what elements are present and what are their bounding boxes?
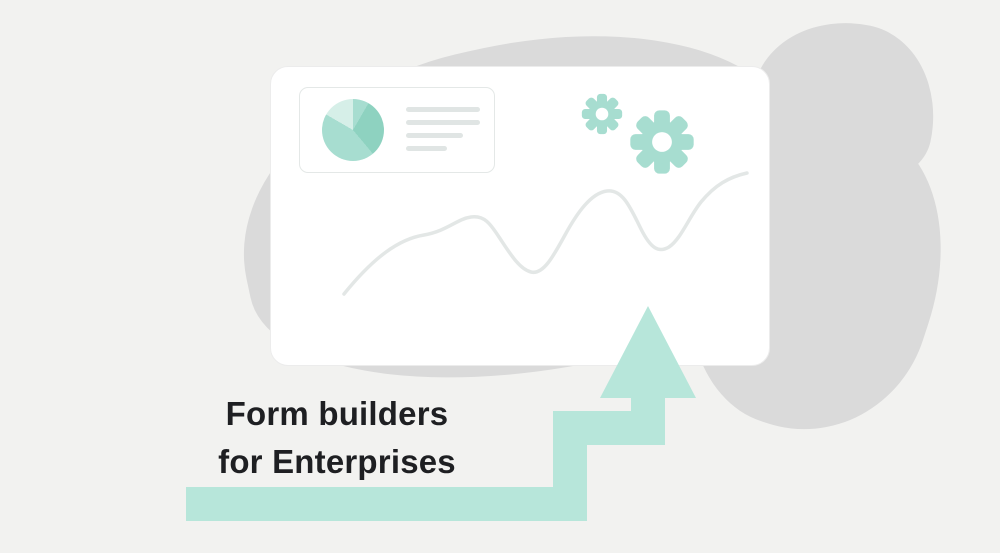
text-placeholder-line [406,146,447,151]
text-placeholder-line [406,120,480,125]
trend-line [342,171,749,296]
text-placeholder-line [406,107,480,112]
headline: Form builders for Enterprises [164,390,510,486]
stat-panel [299,87,495,173]
headline-line-2: for Enterprises [218,443,456,480]
headline-line-1: Form builders [225,395,449,432]
gear-icon [630,110,694,174]
pie-chart-icon [322,99,384,161]
text-placeholder-line [406,133,463,138]
gear-icon [581,93,623,135]
dashboard-card [270,66,770,366]
